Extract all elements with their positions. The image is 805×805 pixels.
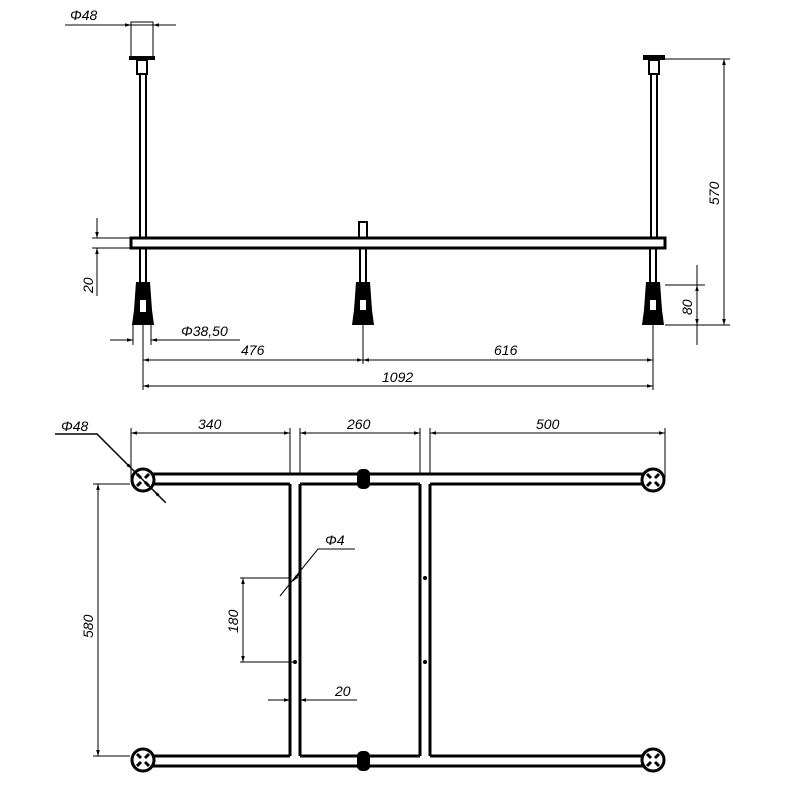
dim-rail-width: 20 [268, 683, 357, 702]
dim-label: 20 [334, 683, 351, 699]
dim-label: 476 [241, 342, 265, 358]
dim-label: 340 [198, 416, 222, 432]
dim-label: 180 [225, 609, 241, 633]
dim-overall-height: 570 [665, 58, 730, 326]
corner-posts [130, 467, 666, 773]
dim-label: 500 [536, 416, 560, 432]
dim-hole-diameter: Φ4 [279, 532, 355, 597]
dim-foot-height: 80 [665, 265, 705, 345]
center-support-bottom [357, 751, 370, 771]
dim-label: 570 [706, 181, 722, 205]
right-tall-leg [643, 55, 665, 238]
dim-label: 616 [494, 342, 518, 358]
dim-foot-diameter: Φ38,50 [110, 323, 240, 345]
dim-depth: 580 [80, 483, 130, 757]
dim-post-diameter: Φ48 [55, 418, 167, 504]
dim-label: 260 [346, 416, 371, 432]
post-top-right [640, 467, 666, 493]
left-foot [132, 248, 154, 325]
left-tall-leg [129, 21, 155, 238]
dim-left-span: 340 [131, 416, 290, 435]
dim-label: Φ48 [70, 7, 98, 23]
dim-right-span: 500 [430, 416, 665, 435]
cross-bar [129, 236, 667, 250]
post-bottom-left [130, 747, 156, 773]
dim-label: 580 [80, 614, 96, 638]
dim-label: 80 [679, 299, 695, 315]
dim-bar-height: 20 [80, 218, 131, 296]
dim-middle-span: 260 [300, 416, 420, 435]
dim-label: 20 [80, 277, 96, 294]
dim-center-to-right: 616 [363, 342, 653, 362]
feet [132, 248, 664, 325]
center-support-top [357, 469, 370, 489]
dim-left-to-center: 476 [143, 342, 363, 362]
dim-label: 1092 [382, 369, 413, 385]
elevation-view: Φ48 20 Φ38,50 476 616 [65, 7, 730, 390]
center-foot [352, 248, 374, 325]
dim-label: Φ38,50 [181, 323, 228, 339]
dim-overall-length: 1092 [143, 369, 653, 388]
mounting-holes [293, 576, 427, 664]
post-bottom-right [640, 747, 666, 773]
dim-label: Φ4 [325, 532, 345, 548]
plan-view: 340 260 500 Φ48 580 [55, 416, 666, 773]
dim-hole-spacing: 180 [225, 577, 293, 663]
dim-cap-diameter: Φ48 [65, 7, 176, 27]
right-foot [642, 248, 664, 325]
center-bolt [358, 221, 368, 239]
dim-label: Φ48 [61, 418, 89, 434]
